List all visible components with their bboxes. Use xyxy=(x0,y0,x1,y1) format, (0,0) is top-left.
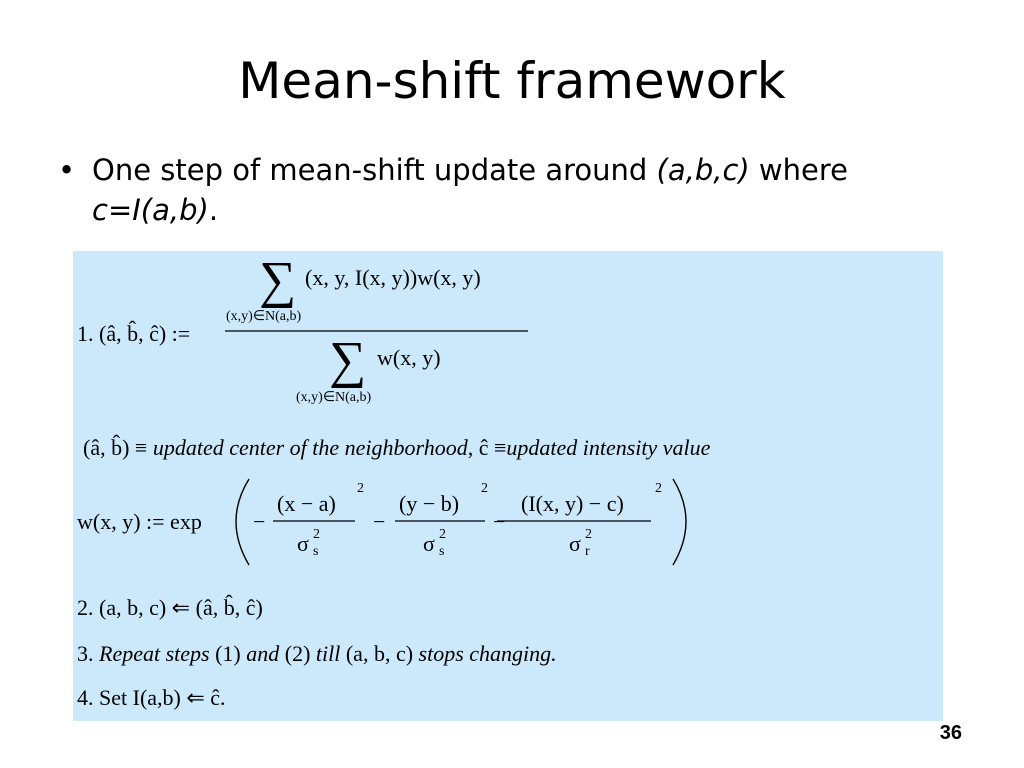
formula-lines xyxy=(225,330,687,566)
weight-term2-den-sub: s xyxy=(439,544,445,559)
weight-term3-den: σ xyxy=(569,531,581,556)
step1-denominator: w(x, y) xyxy=(377,345,441,370)
weight-term1-den-exp: 2 xyxy=(313,527,320,542)
bullet-text: One step of mean-shift update around (a,… xyxy=(92,153,849,227)
minus-sign: − xyxy=(373,509,386,534)
weight-term1-den-sub: s xyxy=(313,544,319,559)
minus-sign: − xyxy=(493,509,506,534)
weight-term2-den-exp: 2 xyxy=(439,527,446,542)
weight-term3-den-exp: 2 xyxy=(585,527,592,542)
sum-symbol-denominator: ∑ xyxy=(329,332,367,389)
step4: 4. Set I(a,b) ⇐ ĉ. xyxy=(77,685,226,710)
weight-term2-num: (y − b) xyxy=(399,491,460,516)
step1-denominator-sub: (x,y)∈N(a,b) xyxy=(296,390,372,405)
weight-term3-num: (I(x, y) − c) xyxy=(521,491,624,516)
step3: 3. Repeat steps (1) and (2) till (a, b, … xyxy=(77,641,557,666)
weight-term1-den: σ xyxy=(297,531,309,556)
step1-label: 1. (â, b̂, ĉ) := xyxy=(77,321,191,346)
definition-line: (â, b̂) ≡ updated center of the neighbor… xyxy=(83,435,711,460)
weight-term3-exp: 2 xyxy=(655,481,662,496)
step1-numerator: (x, y, I(x, y))w(x, y) xyxy=(305,265,481,290)
weight-term3-den-sub: r xyxy=(585,544,590,559)
slide-title: Mean-shift framework xyxy=(238,52,786,110)
weight-lhs: w(x, y) := exp xyxy=(77,509,202,534)
weight-term2-exp: 2 xyxy=(481,481,488,496)
page-number: 36 xyxy=(939,722,962,744)
minus-sign: − xyxy=(253,509,266,534)
sum-symbol-numerator: ∑ xyxy=(259,252,297,309)
weight-term2-den: σ xyxy=(423,531,435,556)
weight-term1-exp: 2 xyxy=(357,481,364,496)
bullet-dot: • xyxy=(58,153,76,187)
step2: 2. (a, b, c) ⇐ (â, b̂, ĉ) xyxy=(77,595,263,620)
step1-numerator-sub: (x,y)∈N(a,b) xyxy=(226,309,302,324)
weight-term1-num: (x − a) xyxy=(277,491,336,516)
formula-box: ∑ (x, y, I(x, y))w(x, y) (x,y)∈N(a,b) 1.… xyxy=(73,251,943,721)
